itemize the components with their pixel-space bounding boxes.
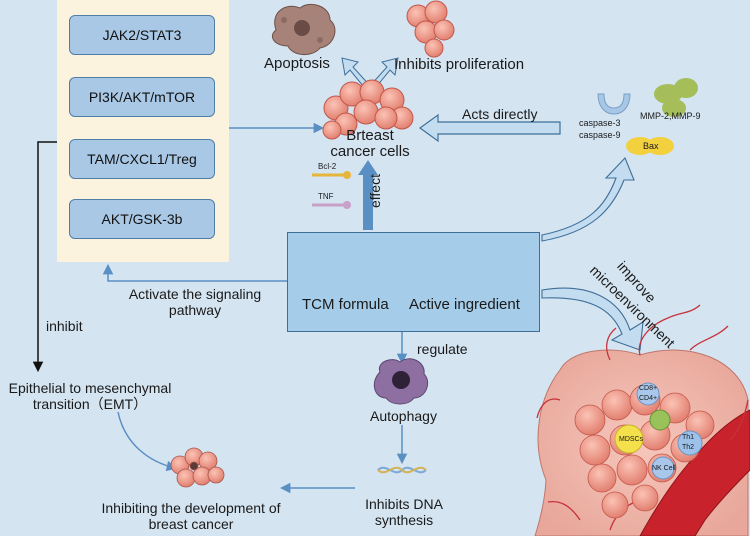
activate-pathway-line1: Activate the signaling [128,286,262,302]
pathway-akt-gsk3b: AKT/GSK-3b [69,199,215,239]
apoptosis-cell [272,4,336,55]
mmp-icon [654,78,698,117]
mmp-label: MMP-2,MMP-9 [640,111,701,121]
inhibits-proliferation-label: Inhibits proliferation [394,56,525,73]
bcl2-label: Bcl-2 [318,162,337,171]
dna-synthesis-label: Inhibits DNA synthesis [354,496,454,528]
tnf-marker [312,201,351,209]
mdsc-cell [614,424,644,454]
emt-label-line2: transition（EMT） [32,396,148,412]
activate-arrow [102,263,287,282]
pathway-jak2-stat3: JAK2/STAT3 [69,15,215,55]
apoptosis-label: Apoptosis [264,55,330,72]
nk-cell-label: NK Cell [652,465,676,472]
acts-directly-label: Acts directly [462,106,538,122]
inhibit-label: inhibit [46,318,83,334]
bax-label: Bax [643,141,659,151]
tcm-formula-label: TCM formula [302,296,389,313]
cancer-cells-label-line1: Brteast [346,127,394,144]
cd8-cell [636,382,660,406]
emt-label-line1: Epithelial to mesenchymal [8,380,172,396]
development-cell-cluster [170,447,225,488]
signaling-pathway-panel: JAK2/STAT3 PI3K/AKT/mTOR TAM/CXCL1/Treg … [57,0,229,262]
dna-synthesis-line1: Inhibits DNA [365,496,443,512]
effect-label: effect [367,174,383,208]
pathway-pi3k-akt-mtor: PI3K/AKT/mTOR [69,77,215,117]
development-label: Inhibiting the development of breast can… [96,500,286,532]
dna-synthesis-line2: synthesis [374,512,434,528]
proliferation-cells [406,0,455,58]
treatment-box: TCM formula Active ingredient [287,232,540,332]
curve-arrow-proteins [541,157,635,242]
autophagy-cell [373,358,429,405]
effect-arrow [358,160,378,230]
improve-arrow [541,287,644,351]
th-cell [677,430,703,456]
cancer-cell-cluster [322,79,414,140]
th2-label: Th2 [682,444,695,451]
mdscs-label: MDSCs [619,436,644,443]
active-ingredient-label: Active ingredient [409,296,520,313]
t-helper-green-cell [649,409,671,431]
cancer-cells-label: Brteast cancer cells [318,128,422,160]
cd8-label: CD8+ [639,385,658,392]
regulate-label: regulate [417,341,468,357]
pathway-tam-cxcl1-treg: TAM/CXCL1/Treg [69,139,215,179]
caspase3-label: caspase-3 [579,118,621,128]
cd4-label: CD4+ [639,395,658,402]
tumor-microenvironment [534,304,750,536]
bcl2-marker [312,171,351,179]
acts-directly-arrow [418,113,561,143]
development-label-line1: Inhibiting the development of [101,500,281,516]
dna-icon [377,466,427,474]
development-label-line2: breast cancer [148,516,234,532]
th1-label: Th1 [682,434,695,441]
caspase-icon [597,93,631,115]
autophagy-label: Autophagy [370,408,437,424]
nk-cell [651,456,675,480]
cancer-cells-label-line2: cancer cells [330,143,410,160]
bax-icon [626,137,674,155]
emt-label: Epithelial to mesenchymal transition（EMT… [2,380,178,412]
tnf-label: TNF [318,192,334,201]
emt-to-development-arrow [117,411,178,472]
caspase9-label: caspase-9 [579,130,621,140]
inhibit-arrow [32,141,57,373]
activate-pathway-line2: pathway [168,302,222,318]
activate-pathway-label: Activate the signaling pathway [120,286,270,318]
